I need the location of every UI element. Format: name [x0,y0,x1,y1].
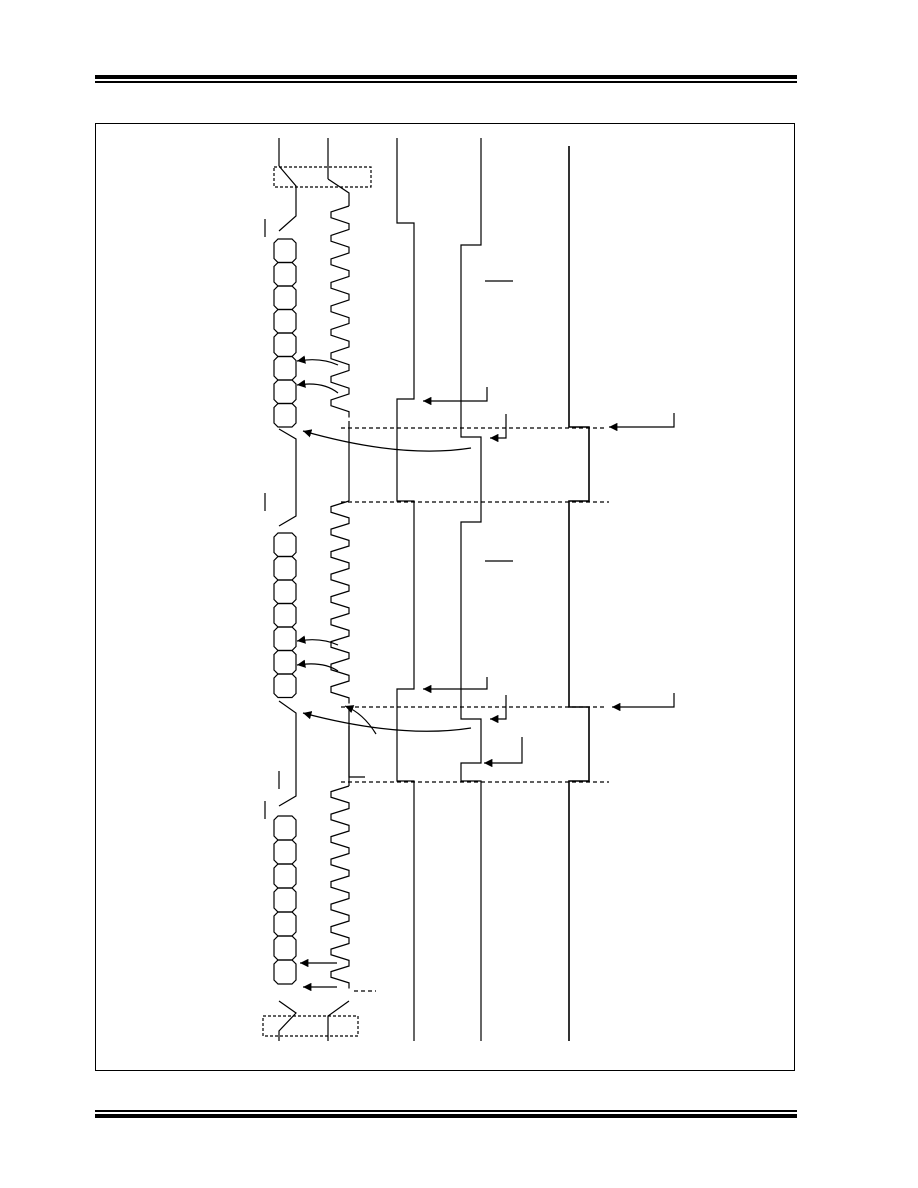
arrow-line-b-1 [490,414,507,443]
arrow-line-b-2 [490,695,507,724]
diagram-frame [95,123,795,1071]
top-rule-thin [95,81,797,83]
annotation-arrows [264,219,675,992]
sda-byte-2-bit-2 [273,579,297,605]
sda-byte-3-bit-1 [273,839,297,865]
scl-pulse-group-2 [330,500,350,704]
sda-byte-3-bit-2 [273,863,297,889]
scl-pulse-group-1 [330,205,350,418]
sda-byte-1-bit-4 [273,332,297,358]
line-b-waveform [460,138,482,1041]
sda-byte-1-bit-2 [273,285,297,311]
arrow-bit-2a [296,635,339,646]
arrow-right-2 [612,693,675,712]
timing-markers [262,166,609,1037]
sda-byte-3-bit-0 [273,815,297,841]
arrow-line-b-3 [484,737,523,768]
arrow-ack-curve-1 [302,429,472,452]
sda-byte-1-bit-1 [273,261,297,287]
arrow-right-1 [609,413,675,432]
arrow-bit-1b [296,379,339,394]
arrow-line-a-2 [423,677,488,694]
scl-start-edge [327,178,350,206]
bottom-rule-thin [95,1110,797,1112]
bottom-rule-thick [95,1114,797,1118]
stop-condition-box [262,1015,359,1037]
scl-pulse-group-3 [330,785,350,989]
sda-byte-2-bit-0 [273,532,297,558]
sda-byte-2-bit-4 [273,626,297,652]
sda-ack-2 [278,700,297,807]
sda-byte-2-bit-1 [273,555,297,581]
timing-diagram [262,138,675,1041]
sda-byte-2-bit-6 [273,673,297,699]
arrow-bit-1a [296,355,339,366]
sda-byte-2-bit-3 [273,602,297,628]
sda-byte-3-bit-5 [273,935,297,961]
sda-data-waveform [273,138,297,1041]
arrow-bit-2b [296,659,339,672]
sda-start-region [278,165,297,232]
sda-byte-1-bit-6 [273,379,297,405]
scl-stop-edge [327,1000,350,1041]
sda-byte-3-bit-6 [273,959,297,985]
arrow-ack-2-short [344,705,377,735]
level-signal-lines [396,138,590,1041]
sda-byte-1-bit-7 [273,402,297,428]
sda-ack-1 [278,428,297,527]
sda-byte-3-bit-3 [273,887,297,913]
arrow-ack-curve-2 [302,711,472,732]
sda-byte-2-bit-5 [273,649,297,675]
sda-byte-3-bit-4 [273,911,297,937]
sda-byte-1-bit-5 [273,355,297,381]
arrow-line-a-1 [423,387,488,406]
sda-stop-region [278,1000,297,1041]
line-c-waveform [568,146,590,1041]
ack-bracket [348,726,365,778]
sda-byte-1-bit-0 [273,238,297,264]
sda-byte-1-bit-3 [273,308,297,334]
top-rule-thick [95,75,797,79]
line-a-waveform [396,138,415,1041]
scl-clock-waveform [327,138,350,1041]
start-condition-box [273,166,372,188]
